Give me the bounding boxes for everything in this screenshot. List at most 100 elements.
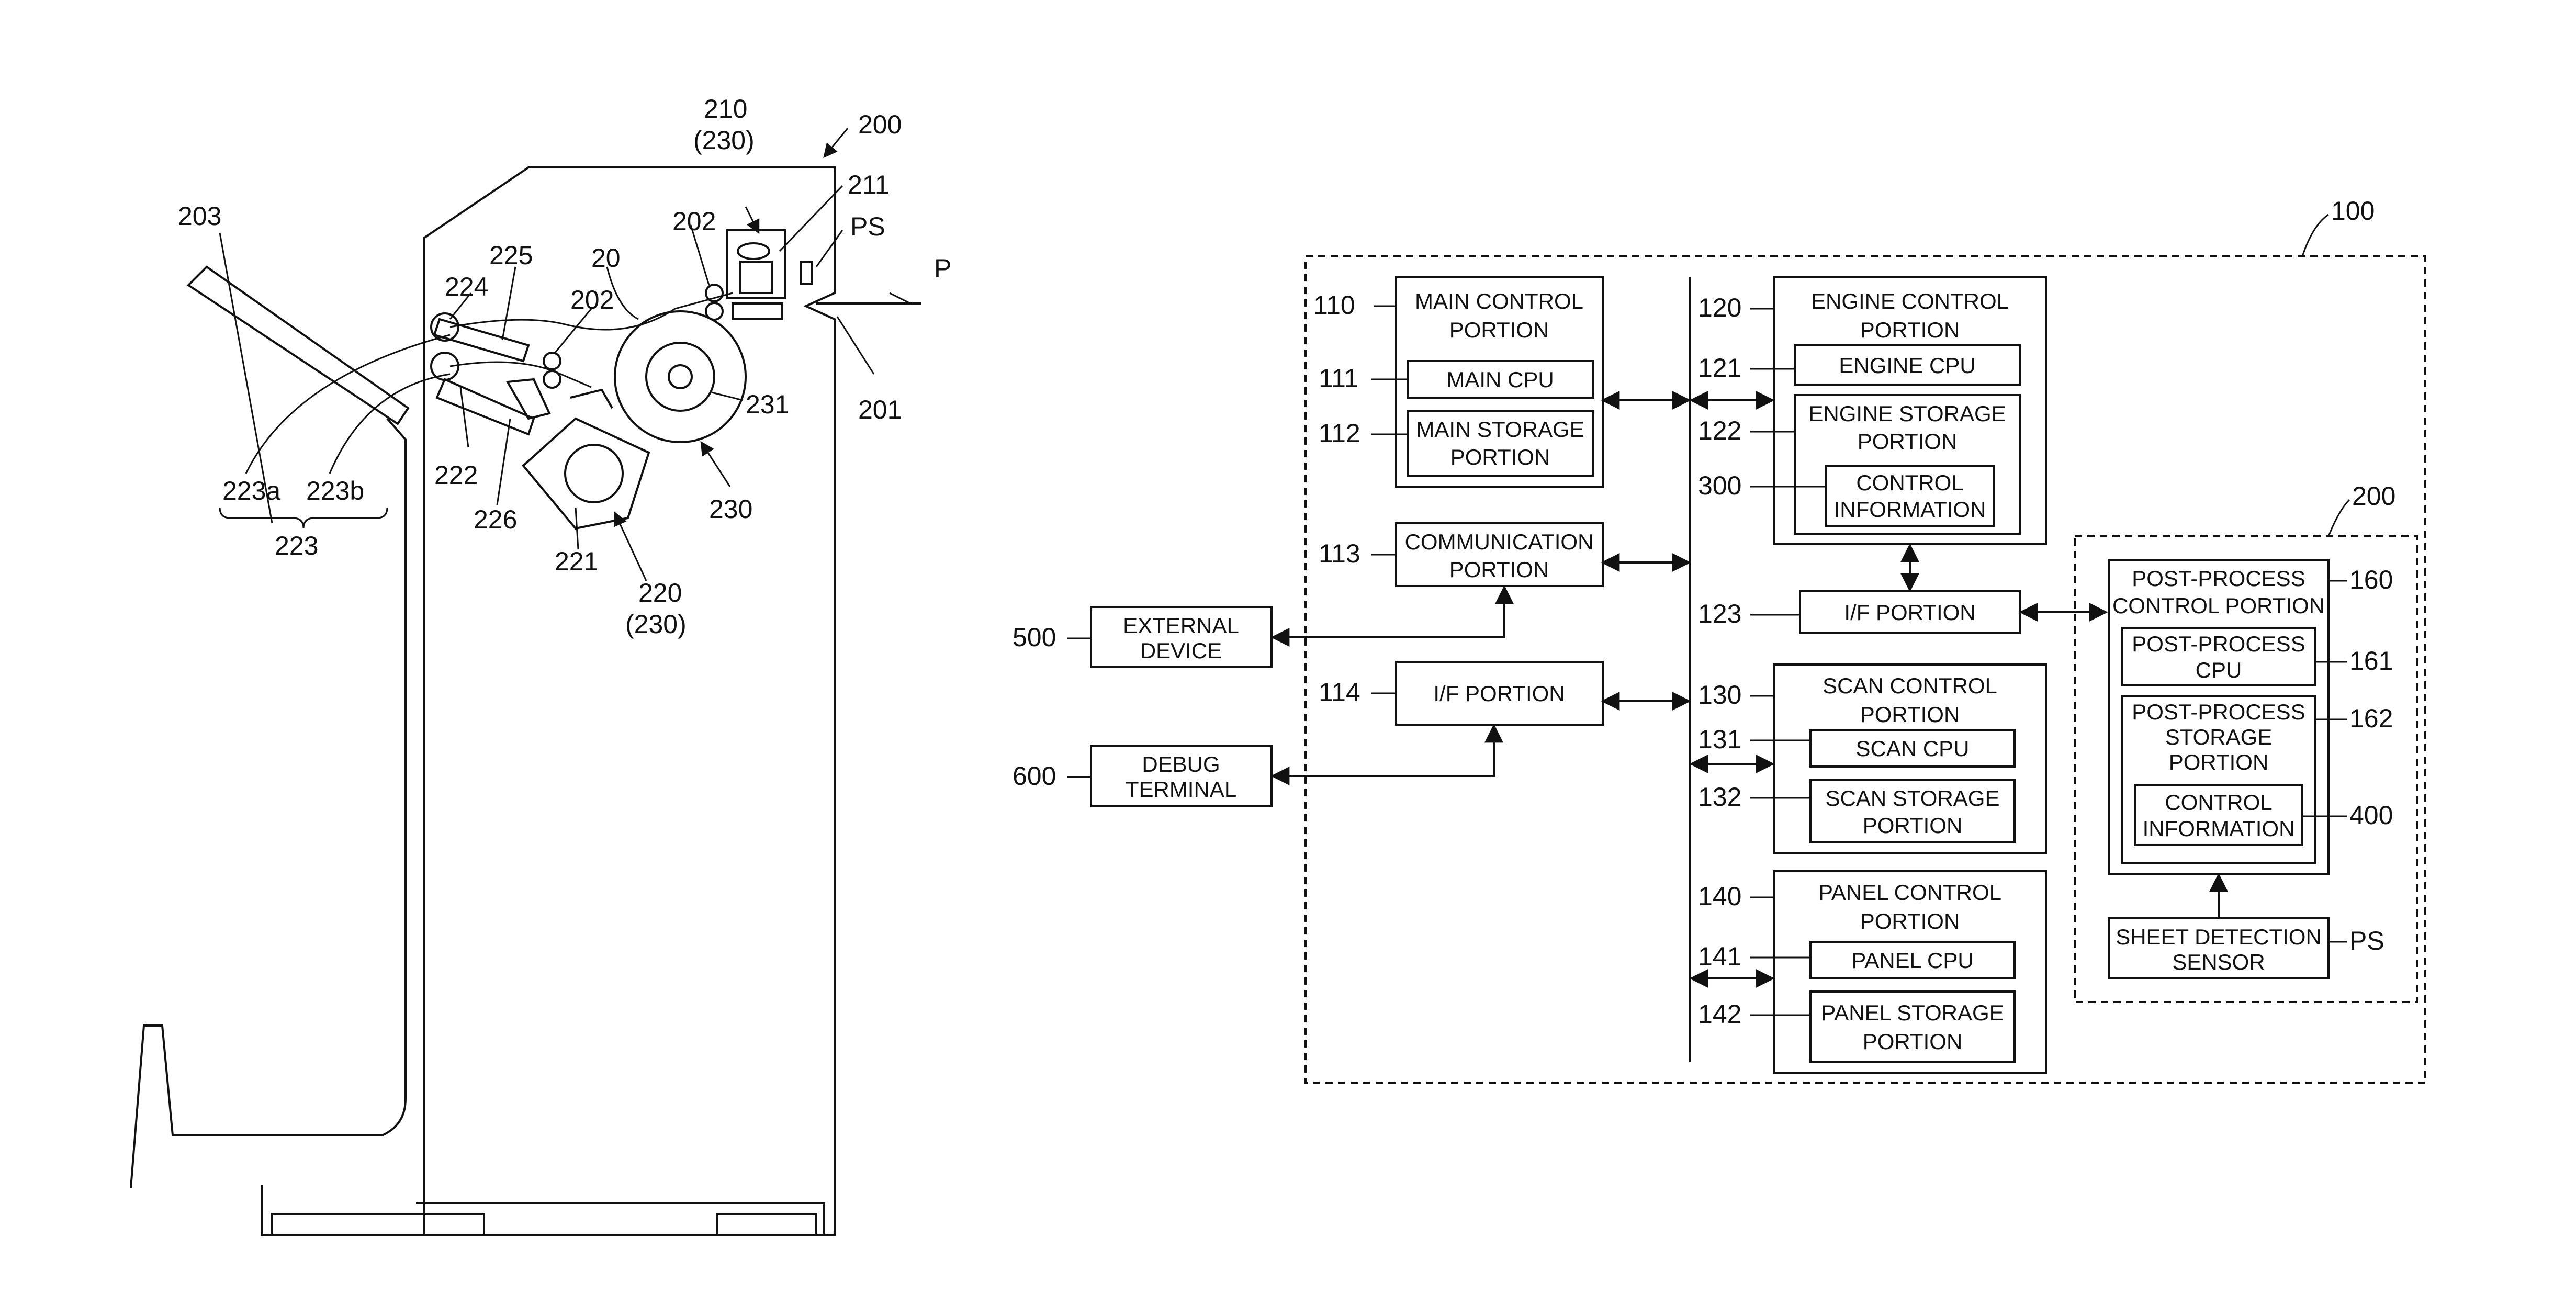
leader-100 [2302,215,2328,256]
ref-210: 210 [704,94,747,123]
ref-202-upper: 202 [672,207,716,236]
post-control-line1: POST-PROCESS [2132,566,2305,591]
ref-223b: 223b [306,476,364,505]
post-storage-line1: POST-PROCESS [2132,700,2305,724]
ref-231: 231 [746,390,789,419]
engine-storage-line1: ENGINE STORAGE [1808,401,2006,426]
roller-202-mid-b [544,371,560,388]
ref-220-sub: (230) [625,610,687,639]
block-diagram-figure: 100 MAIN CONTROL PORTION MAIN CPU MAIN S… [1013,196,2425,1083]
guide-222 [437,379,534,434]
communication-line2: PORTION [1449,557,1549,582]
ref-111: 111 [1319,364,1358,393]
panel-control-line2: PORTION [1860,909,1960,933]
flap [570,390,612,408]
arm-225 [434,319,528,361]
ref-221: 221 [555,547,598,576]
unit-221 [523,419,649,528]
ref-400: 400 [2349,801,2393,830]
ref-123: 123 [1698,599,1741,628]
engine-storage-line2: PORTION [1858,429,1958,454]
panel-storage-line1: PANEL STORAGE [1821,1000,2004,1025]
ref-132: 132 [1698,782,1741,812]
debug-terminal-line2: TERMINAL [1126,777,1236,802]
ref-201: 201 [858,395,902,424]
ref-114: 114 [1319,678,1360,707]
unit-210-body [740,262,772,293]
foot-right [717,1214,816,1235]
leader-202b [555,309,591,353]
scan-control-line2: PORTION [1860,702,1960,727]
scan-storage-line1: SCAN STORAGE [1826,786,2000,810]
ref-142: 142 [1698,999,1741,1029]
leader-201 [837,317,874,374]
ref-ps-sensor: PS [2349,926,2384,955]
scan-control-line1: SCAN CONTROL [1823,673,1997,698]
ref-100: 100 [2331,196,2375,226]
leader-223a [246,335,450,474]
unit-210-base [733,303,782,319]
ref-162: 162 [2349,704,2393,733]
ref-122: 122 [1698,416,1741,445]
ref-160: 160 [2349,565,2393,594]
ref-121: 121 [1698,353,1741,382]
post-control-line2: CONTROL PORTION [2112,593,2325,618]
leader-p [890,293,910,303]
tray-support [131,419,406,1188]
ref-140: 140 [1698,882,1741,911]
sheet-sensor-line1: SHEET DETECTION [2116,925,2322,949]
ref-225: 225 [489,241,533,270]
sheet-sensor-ps [801,262,812,284]
roller-231-core [646,343,714,411]
panel-cpu-label: PANEL CPU [1851,948,1973,973]
engine-cpu-label: ENGINE CPU [1839,353,1975,378]
sheet-guide-lower [450,362,591,387]
control-info-400-line2: INFORMATION [2143,816,2295,841]
external-device-line1: EXTERNAL [1123,613,1239,638]
ref-161: 161 [2349,646,2393,675]
communication-line1: COMMUNICATION [1405,530,1594,554]
leader-223b [330,374,450,474]
control-info-300-line1: CONTROL [1856,470,1963,495]
leader-226 [497,419,510,505]
ref-600: 600 [1013,761,1056,791]
control-info-400-line1: CONTROL [2165,790,2272,815]
ref-220: 220 [638,578,682,607]
post-cpu-line2: CPU [2196,658,2242,682]
ref-110: 110 [1313,290,1355,320]
ref-131: 131 [1698,725,1741,754]
panel-storage-line2: PORTION [1863,1029,1963,1054]
scan-cpu-label: SCAN CPU [1855,736,1969,761]
post-storage-line2: STORAGE [2165,725,2273,749]
post-storage-line3: PORTION [2169,750,2269,774]
ref-222: 222 [434,460,478,490]
ref-226: 226 [474,505,517,534]
roller-202-upper [706,285,723,301]
ref-223a: 223a [222,476,280,505]
leader-200 [824,128,848,157]
unit-210-head [738,243,769,259]
if-114-label: I/F PORTION [1433,681,1565,706]
ref-113: 113 [1319,539,1360,568]
main-storage-line2: PORTION [1450,445,1550,469]
ref-500: 500 [1013,623,1056,652]
ref-223: 223 [275,531,318,560]
unit-221-roller [565,445,623,502]
panel-control-line1: PANEL CONTROL [1818,880,2001,905]
link-external-comm [1273,587,1504,637]
roller-231 [615,311,746,442]
ref-200b: 200 [2352,481,2395,511]
external-device-line2: DEVICE [1140,638,1222,663]
main-control-line1: MAIN CONTROL [1415,289,1583,313]
ref-p: P [934,254,951,283]
guide-226 [508,379,549,419]
main-cpu-label: MAIN CPU [1446,367,1554,392]
ref-300: 300 [1698,471,1741,500]
main-control-line2: PORTION [1449,318,1549,342]
roller-231-shaft [669,365,692,388]
ref-210-sub: (230) [693,126,755,155]
roller-202-lower [706,303,723,320]
debug-terminal-line1: DEBUG [1142,752,1220,776]
brace-223 [220,508,387,528]
